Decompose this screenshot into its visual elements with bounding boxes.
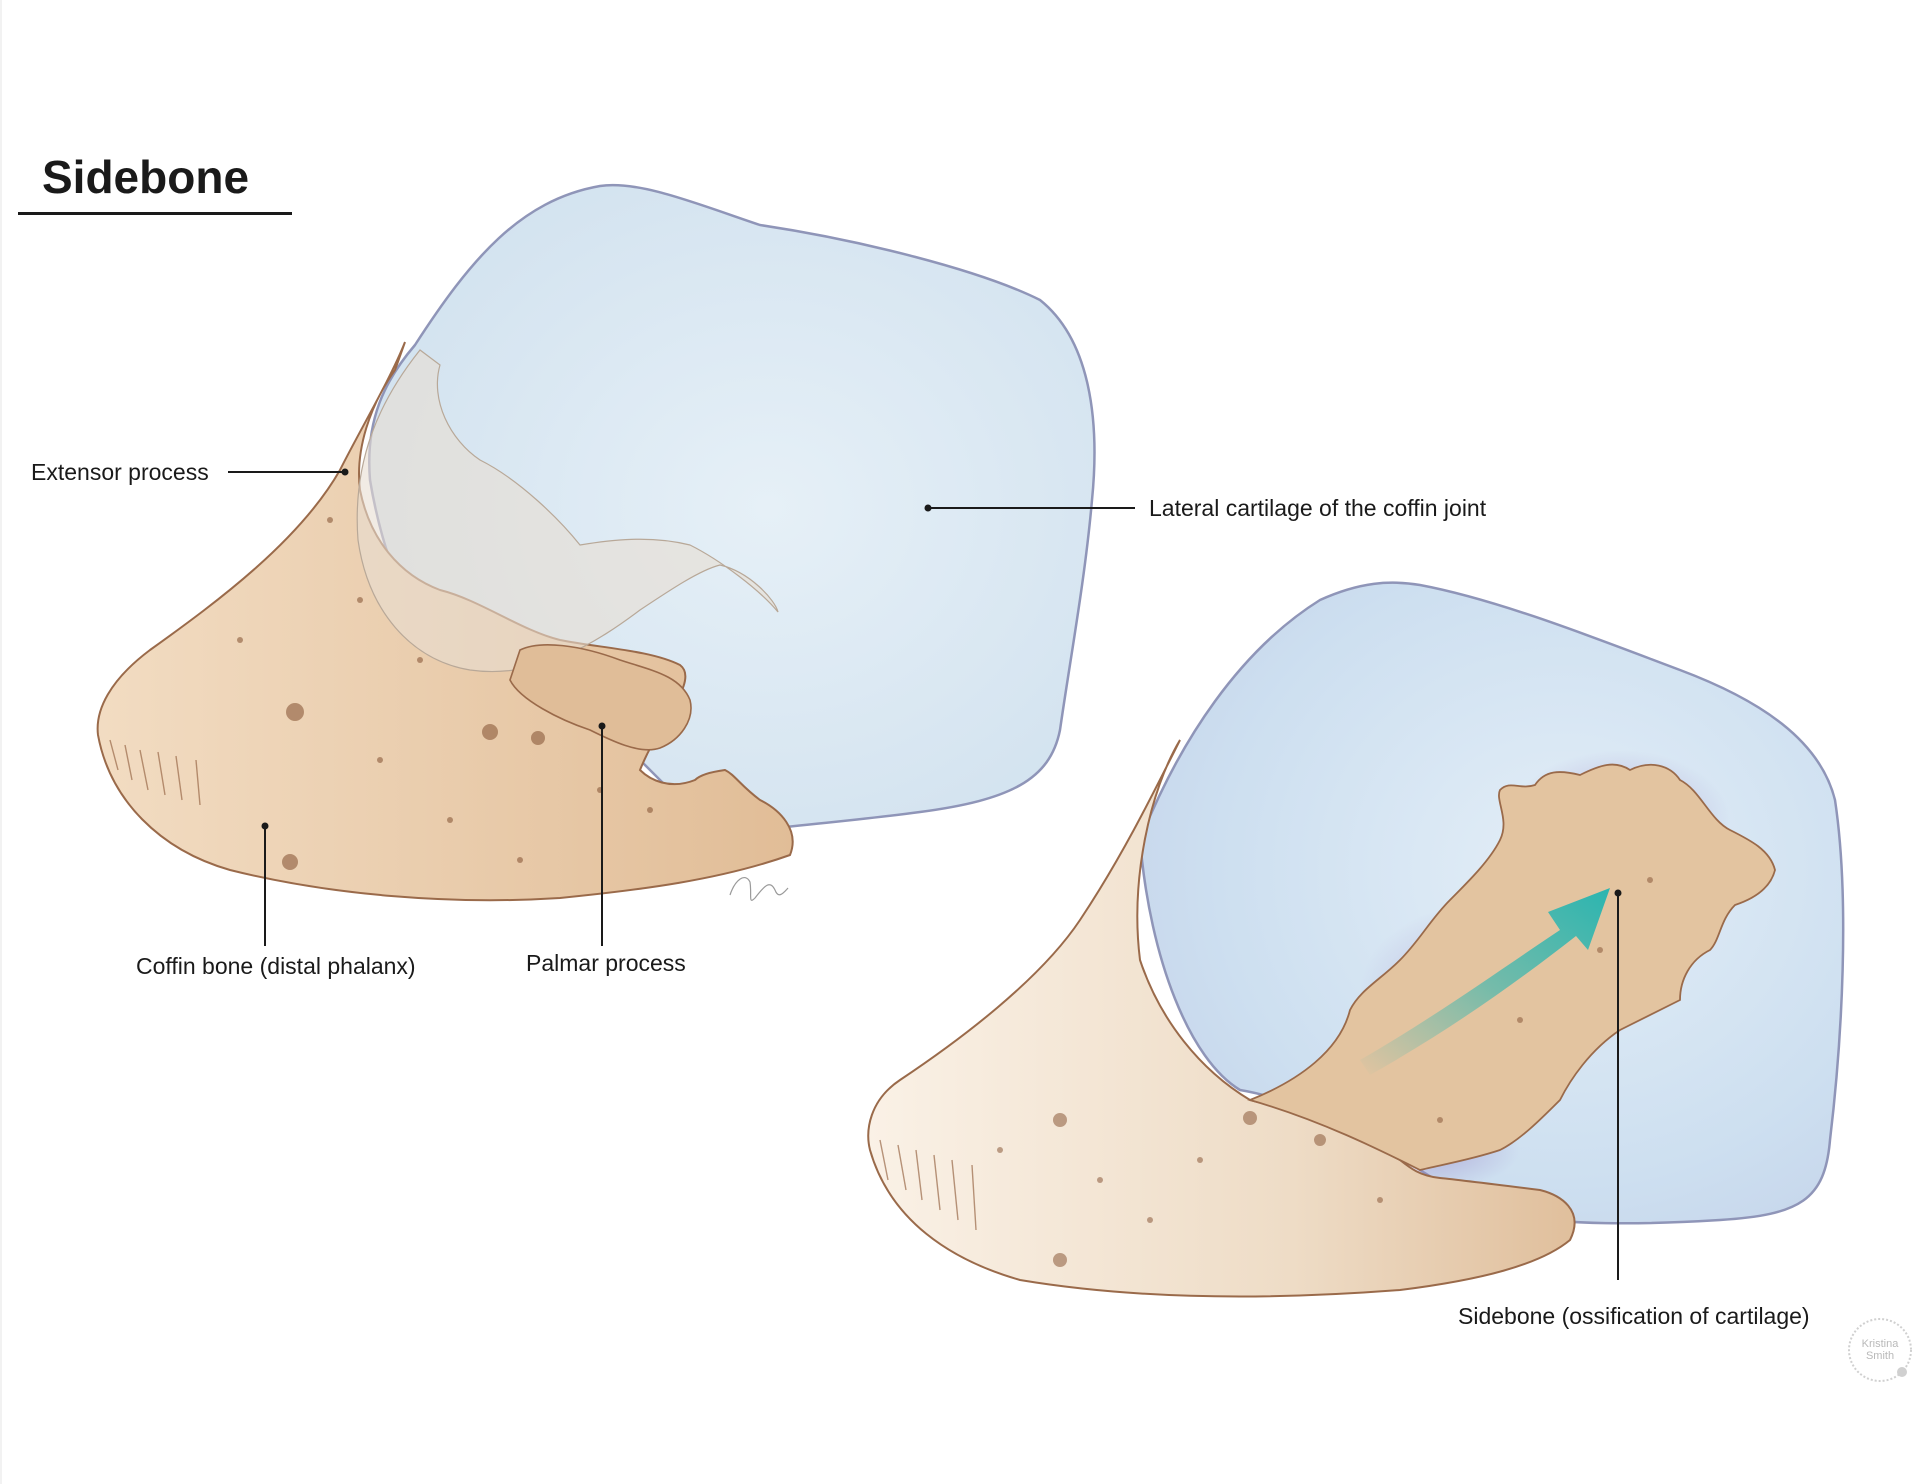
seal-text-line1: Kristina bbox=[1861, 1338, 1899, 1350]
leader-dot-sidebone bbox=[1614, 889, 1622, 897]
left-edge-rule bbox=[0, 0, 2, 1484]
artist-seal: Kristina Smith bbox=[1846, 1316, 1914, 1384]
leader-lines bbox=[228, 468, 1622, 1280]
bone-pores-right bbox=[997, 877, 1653, 1267]
leader-dot-coffin-bone bbox=[261, 822, 269, 830]
label-extensor-process: Extensor process bbox=[31, 459, 209, 485]
coffin-bone-right bbox=[867, 739, 1576, 1298]
bone-ridges-right bbox=[879, 1139, 977, 1231]
palmar-process-left bbox=[509, 644, 692, 751]
title-underline bbox=[18, 212, 292, 215]
label-lateral-cartilage: Lateral cartilage of the coffin joint bbox=[1149, 495, 1487, 521]
normal-hoof-illustration bbox=[96, 183, 1096, 902]
page-title: Sidebone bbox=[42, 151, 250, 203]
sidebone-hoof-illustration bbox=[867, 581, 1845, 1298]
growth-arrow bbox=[1360, 888, 1610, 1075]
label-sidebone: Sidebone (ossification of cartilage) bbox=[1458, 1303, 1810, 1329]
seal-graphic bbox=[1848, 1318, 1912, 1382]
cartilage-overlap-left bbox=[356, 349, 779, 672]
leader-dot-lateral-cartilage bbox=[924, 504, 932, 512]
label-coffin-bone: Coffin bone (distal phalanx) bbox=[136, 953, 416, 979]
leader-dot-palmar-process bbox=[598, 722, 606, 730]
leader-dot-extensor bbox=[341, 468, 349, 476]
bone-ridges-left bbox=[109, 739, 201, 806]
seal-text-line2: Smith bbox=[1865, 1350, 1895, 1362]
label-palmar-process: Palmar process bbox=[526, 950, 686, 976]
artist-signature bbox=[729, 877, 789, 901]
